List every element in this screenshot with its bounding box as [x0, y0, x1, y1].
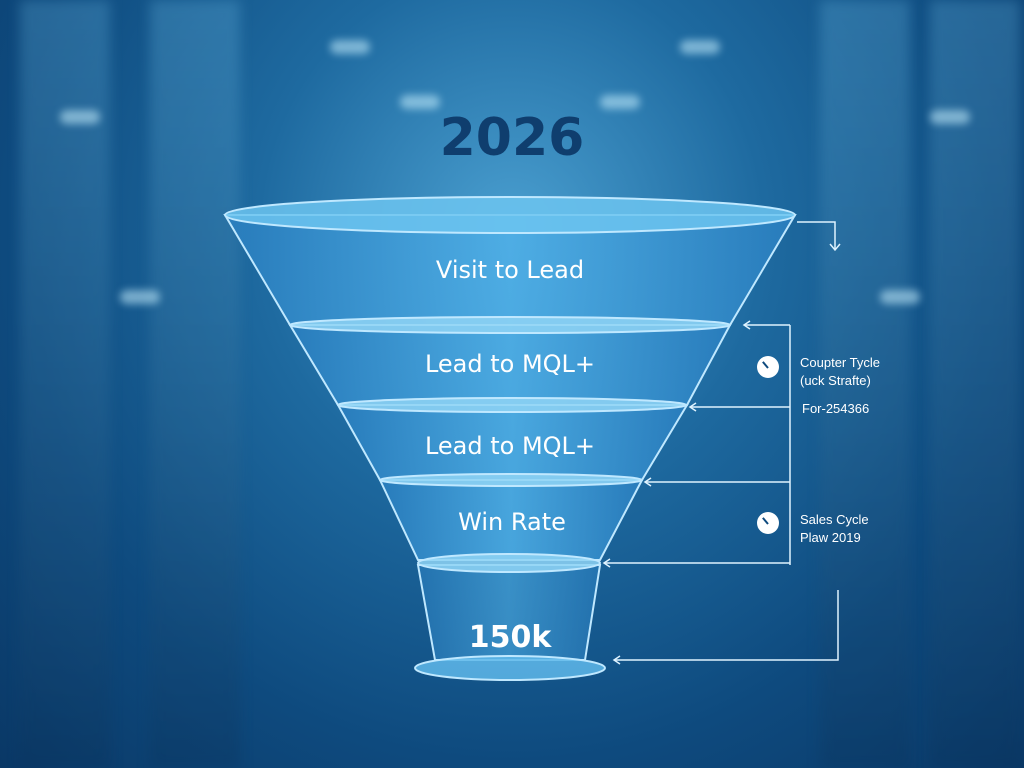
stage-label-lead-to-mql-2: Lead to MQL+	[424, 432, 596, 460]
stage-value-150k: 150k	[468, 620, 552, 655]
stage-label-visit-to-lead: Visit to Lead	[435, 256, 585, 284]
clock-icon	[757, 356, 779, 378]
stage-label-lead-to-mql: Lead to MQL+	[424, 350, 596, 378]
connector-lines	[602, 221, 841, 665]
stage-label-win-rate: Win Rate	[458, 508, 566, 536]
clock-icon	[757, 512, 779, 534]
annotation-2: For-254366	[802, 401, 870, 416]
annotation-3: Sales Cycle Plaw 2019	[800, 512, 869, 545]
annotation-1: Coupter Tycle (uck Strafte)	[800, 355, 880, 388]
diagram-title: 2026	[439, 108, 585, 168]
